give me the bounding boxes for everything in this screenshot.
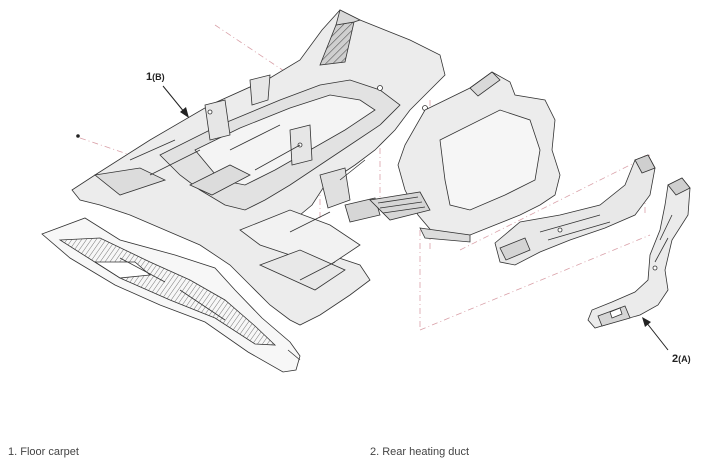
rear-heating-duct-left — [587, 177, 691, 329]
rear-heating-duct-right — [494, 154, 656, 266]
leader-arrow-2 — [645, 321, 669, 351]
callout-floor-carpet: 1(B) — [146, 71, 165, 83]
leader-arrow-1 — [162, 85, 186, 114]
arrowhead-2 — [642, 317, 651, 327]
callout-2-number: 2 — [672, 353, 679, 365]
leader-arrows — [162, 85, 669, 351]
rear-floor-carpet — [369, 71, 561, 243]
callout-rear-heating-duct: 2(A) — [672, 353, 691, 365]
legend-rear-heating-duct: 2. Rear heating duct — [370, 446, 470, 458]
legend-floor-carpet: 1. Floor carpet — [8, 446, 79, 458]
floor-carpet — [71, 9, 446, 326]
callout-2-ref: (A) — [678, 354, 691, 364]
arrowhead-1 — [180, 107, 189, 118]
front-carpet-section — [41, 217, 301, 373]
callout-1-number: 1 — [146, 71, 153, 83]
small-screw-icon — [76, 134, 80, 138]
callout-1-ref: (B) — [152, 72, 165, 82]
